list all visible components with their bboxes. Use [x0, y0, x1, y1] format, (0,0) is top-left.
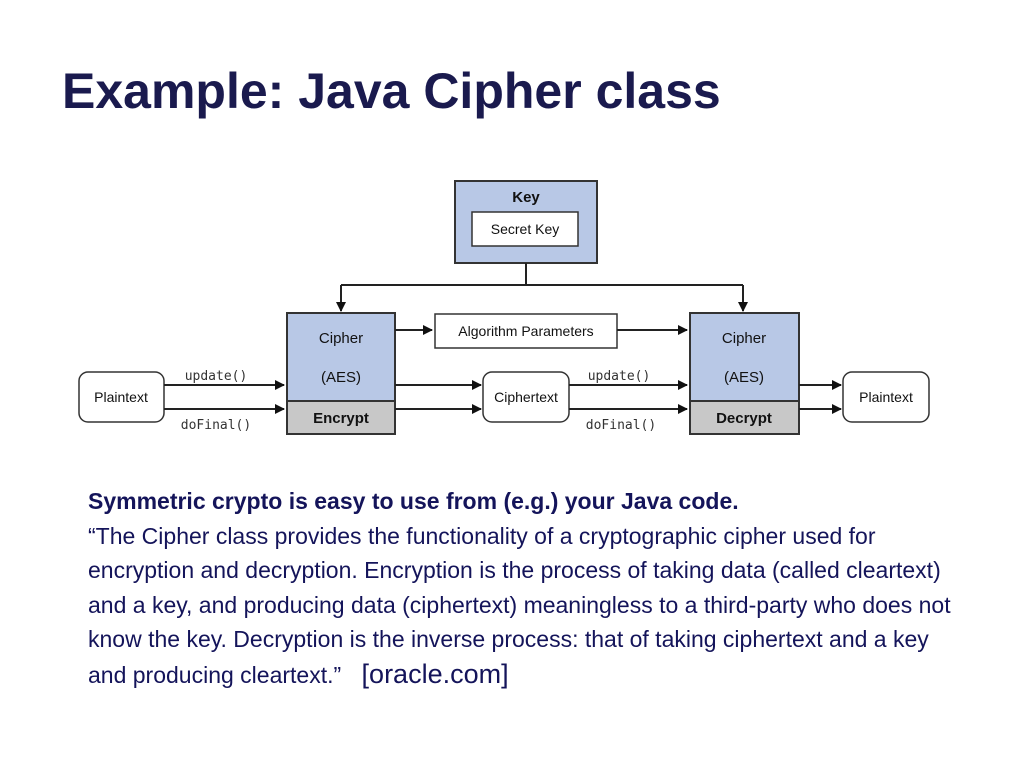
- ciphertext-label: Ciphertext: [494, 389, 558, 405]
- plaintext-input-box: [78, 371, 165, 423]
- decrypt-mode-box: [689, 400, 800, 435]
- slide-body: Symmetric crypto is easy to use from (e.…: [88, 484, 968, 692]
- slide-title: Example: Java Cipher class: [62, 63, 721, 119]
- dofinal-method-label-2: doFinal(): [586, 418, 656, 433]
- key-group-label: Key: [512, 189, 540, 206]
- encrypt-mode-label: Encrypt: [313, 410, 369, 427]
- ciphertext-box: [482, 371, 570, 423]
- dofinal-method-label-1: doFinal(): [181, 418, 251, 433]
- body-lead-sentence: Symmetric crypto is easy to use from (e.…: [88, 488, 739, 514]
- secret-key-label: Secret Key: [491, 221, 559, 237]
- decrypt-mode-label: Decrypt: [716, 410, 772, 427]
- update-method-label-1: update(): [185, 369, 248, 384]
- encrypt-cipher-box: [286, 312, 396, 402]
- plaintext-output-box: [842, 371, 930, 423]
- decrypt-cipher-box: [689, 312, 800, 402]
- plaintext-input-label: Plaintext: [94, 389, 148, 405]
- encrypt-mode-box: [286, 400, 396, 435]
- encrypt-cipher-label: Cipher: [319, 330, 363, 347]
- plaintext-output-label: Plaintext: [859, 389, 913, 405]
- decrypt-cipher-algorithm: (AES): [724, 369, 764, 386]
- encrypt-cipher-algorithm: (AES): [321, 369, 361, 386]
- quote-source: [oracle.com]: [361, 658, 509, 689]
- cipher-class-quote: “The Cipher class provides the functiona…: [88, 522, 951, 688]
- algorithm-parameters-label: Algorithm Parameters: [458, 323, 593, 339]
- update-method-label-2: update(): [588, 369, 651, 384]
- algorithm-parameters-box: [434, 313, 618, 349]
- decrypt-cipher-label: Cipher: [722, 330, 766, 347]
- secret-key-box: [471, 211, 579, 247]
